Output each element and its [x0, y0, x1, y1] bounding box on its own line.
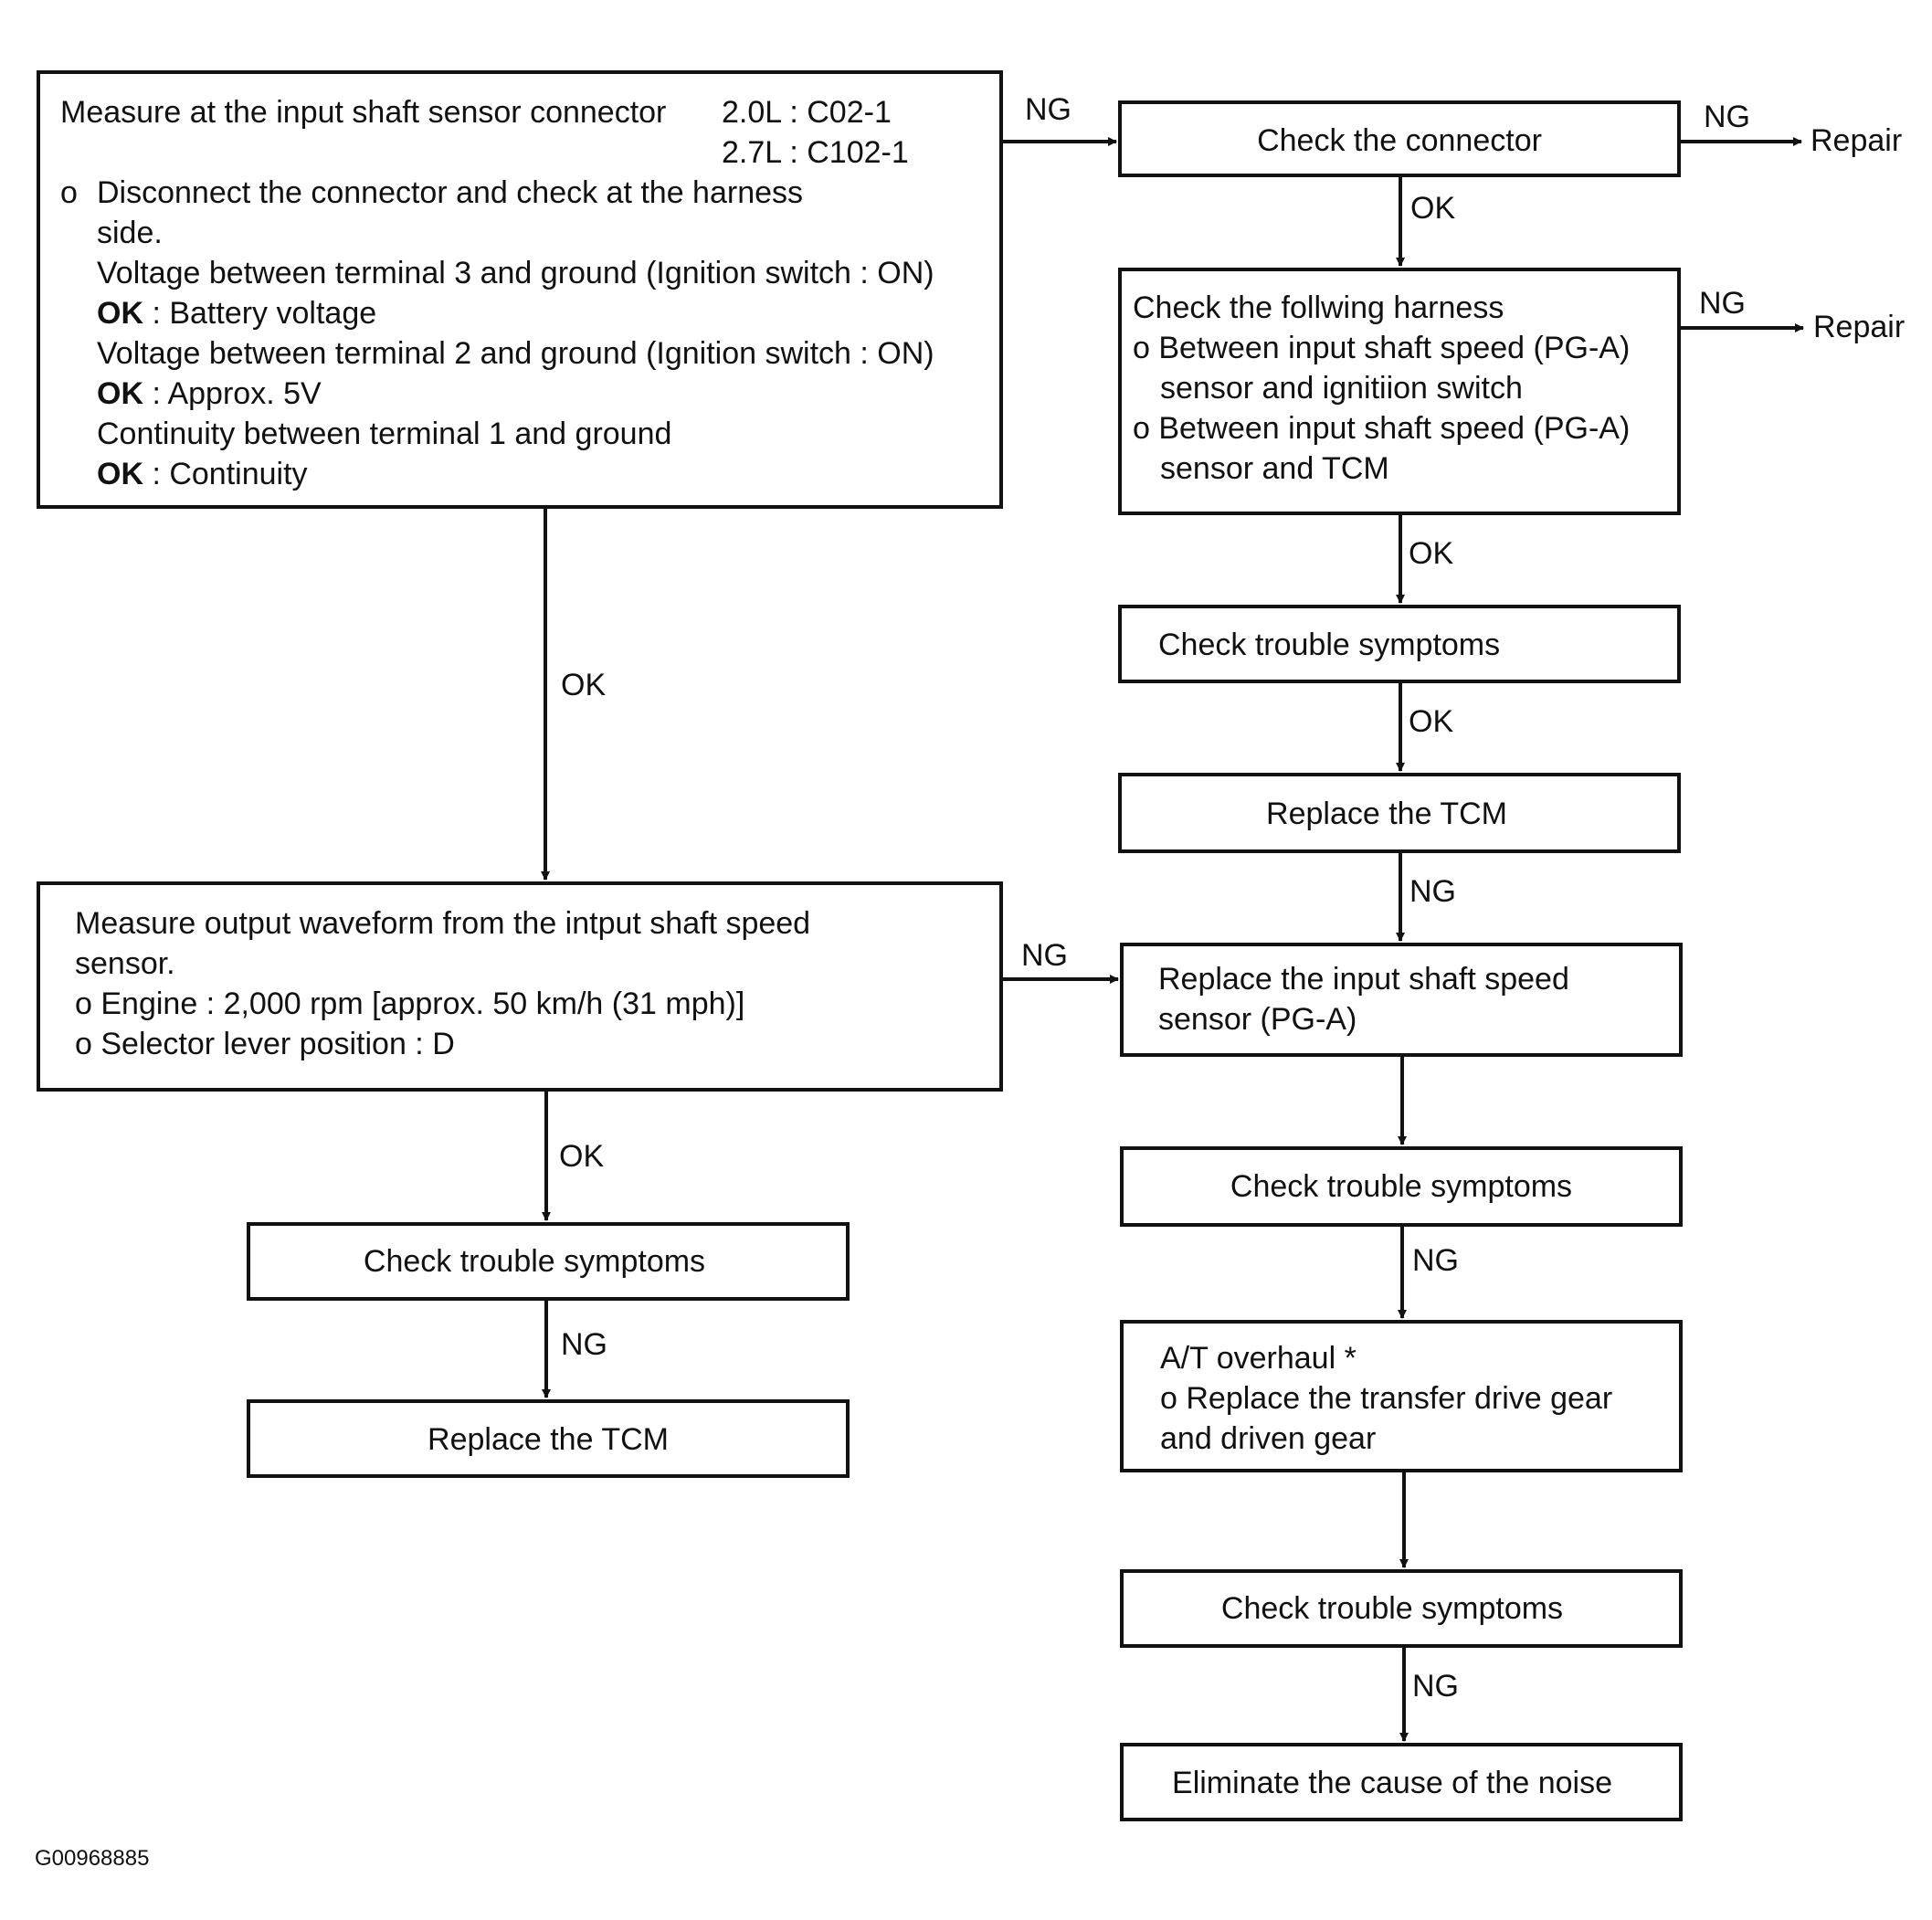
waveform-engine-condition: o Engine : 2,000 rpm [approx. 50 km/h (3… [75, 986, 745, 1021]
label-ng-connector: NG [1704, 100, 1750, 134]
harness-item-1-cont: sensor and ignitiion switch [1160, 371, 1523, 406]
check-trouble-text-1: Check trouble symptoms [1158, 628, 1501, 662]
label-ok-waveform: OK [559, 1139, 605, 1174]
eliminate-text: Eliminate the cause of the noise [1172, 1766, 1612, 1800]
label-ok-harness: OK [1409, 536, 1454, 571]
label-ng-trouble3: NG [1412, 1669, 1459, 1704]
harness-item-2-cont: sensor and TCM [1160, 451, 1389, 486]
label-ng-trouble2: NG [1412, 1243, 1459, 1278]
waveform-line-2: sensor. [75, 946, 175, 981]
label-ng-waveform: NG [1021, 938, 1068, 973]
disconnect-text: Disconnect the connector and check at th… [97, 175, 804, 210]
ok-keyword: OK [97, 296, 143, 331]
ok-keyword: OK [97, 457, 143, 491]
label-ok-trouble1: OK [1409, 704, 1454, 739]
overhaul-box: A/T overhaul * o Replace the transfer dr… [1120, 1320, 1683, 1472]
overhaul-title: A/T overhaul * [1160, 1341, 1357, 1376]
check-trouble-box-1: Check trouble symptoms [1118, 605, 1681, 683]
harness-item-1: o Between input shaft speed (PG-A) [1133, 331, 1631, 365]
check-connector-text: Check the connector [1257, 123, 1542, 158]
waveform-line-1: Measure output waveform from the intput … [75, 906, 811, 941]
bullet: o [60, 175, 78, 210]
harness-title: Check the follwing harness [1133, 290, 1504, 325]
check-trouble-text-left: Check trouble symptoms [363, 1244, 706, 1279]
overhaul-item-cont: and driven gear [1160, 1421, 1377, 1456]
measure-waveform-box: Measure output waveform from the intput … [37, 881, 1003, 1092]
voltage-terminal-3: Voltage between terminal 3 and ground (I… [97, 256, 934, 290]
check-trouble-box-left: Check trouble symptoms [247, 1222, 850, 1301]
continuity-ok: OK : Continuity [97, 454, 308, 494]
label-ng-left-trouble: NG [561, 1327, 607, 1362]
measure-connector-title: Measure at the input shaft sensor connec… [60, 95, 667, 130]
ok-keyword: OK [97, 376, 143, 411]
voltage-terminal-3-ok: OK : Battery voltage [97, 293, 376, 333]
eliminate-box: Eliminate the cause of the noise [1120, 1743, 1683, 1821]
check-trouble-text-2: Check trouble symptoms [1230, 1169, 1573, 1204]
overhaul-item: o Replace the transfer drive gear [1160, 1381, 1613, 1416]
continuity-terminal-1: Continuity between terminal 1 and ground [97, 417, 672, 451]
voltage-terminal-2-ok: OK : Approx. 5V [97, 374, 322, 414]
replace-tcm-box-right: Replace the TCM [1118, 773, 1681, 853]
ok-value: : Continuity [143, 457, 308, 491]
label-ng-harness: NG [1699, 286, 1746, 321]
disconnect-text-cont: side. [97, 216, 163, 250]
check-connector-box: Check the connector [1118, 100, 1681, 177]
check-trouble-box-2: Check trouble symptoms [1120, 1146, 1683, 1227]
replace-sensor-line-2: sensor (PG-A) [1158, 1002, 1357, 1037]
check-harness-box: Check the follwing harness o Between inp… [1118, 268, 1681, 515]
waveform-selector-condition: o Selector lever position : D [75, 1027, 455, 1061]
check-trouble-box-3: Check trouble symptoms [1120, 1569, 1683, 1648]
replace-tcm-text-left: Replace the TCM [428, 1422, 669, 1457]
label-ok-connector: OK [1410, 191, 1456, 226]
figure-id: G00968885 [35, 1846, 150, 1871]
ok-value: : Battery voltage [143, 296, 377, 331]
spec-20l: 2.0L : C02-1 [722, 95, 892, 130]
replace-tcm-text-right: Replace the TCM [1266, 796, 1507, 831]
replace-sensor-box: Replace the input shaft speed sensor (PG… [1120, 943, 1683, 1057]
label-ng-tcm: NG [1409, 874, 1456, 909]
label-repair-2: Repair [1813, 310, 1906, 344]
replace-sensor-line-1: Replace the input shaft speed [1158, 962, 1569, 997]
label-ng-main: NG [1025, 92, 1072, 127]
label-ok-main-down: OK [561, 668, 607, 702]
measure-connector-box: Measure at the input shaft sensor connec… [37, 70, 1003, 509]
ok-value: : Approx. 5V [143, 376, 322, 411]
check-trouble-text-3: Check trouble symptoms [1220, 1591, 1564, 1626]
label-repair-1: Repair [1811, 123, 1903, 158]
spec-27l: 2.7L : C102-1 [722, 135, 909, 170]
harness-item-2: o Between input shaft speed (PG-A) [1133, 411, 1631, 446]
voltage-terminal-2: Voltage between terminal 2 and ground (I… [97, 336, 934, 371]
replace-tcm-box-left: Replace the TCM [247, 1399, 850, 1478]
